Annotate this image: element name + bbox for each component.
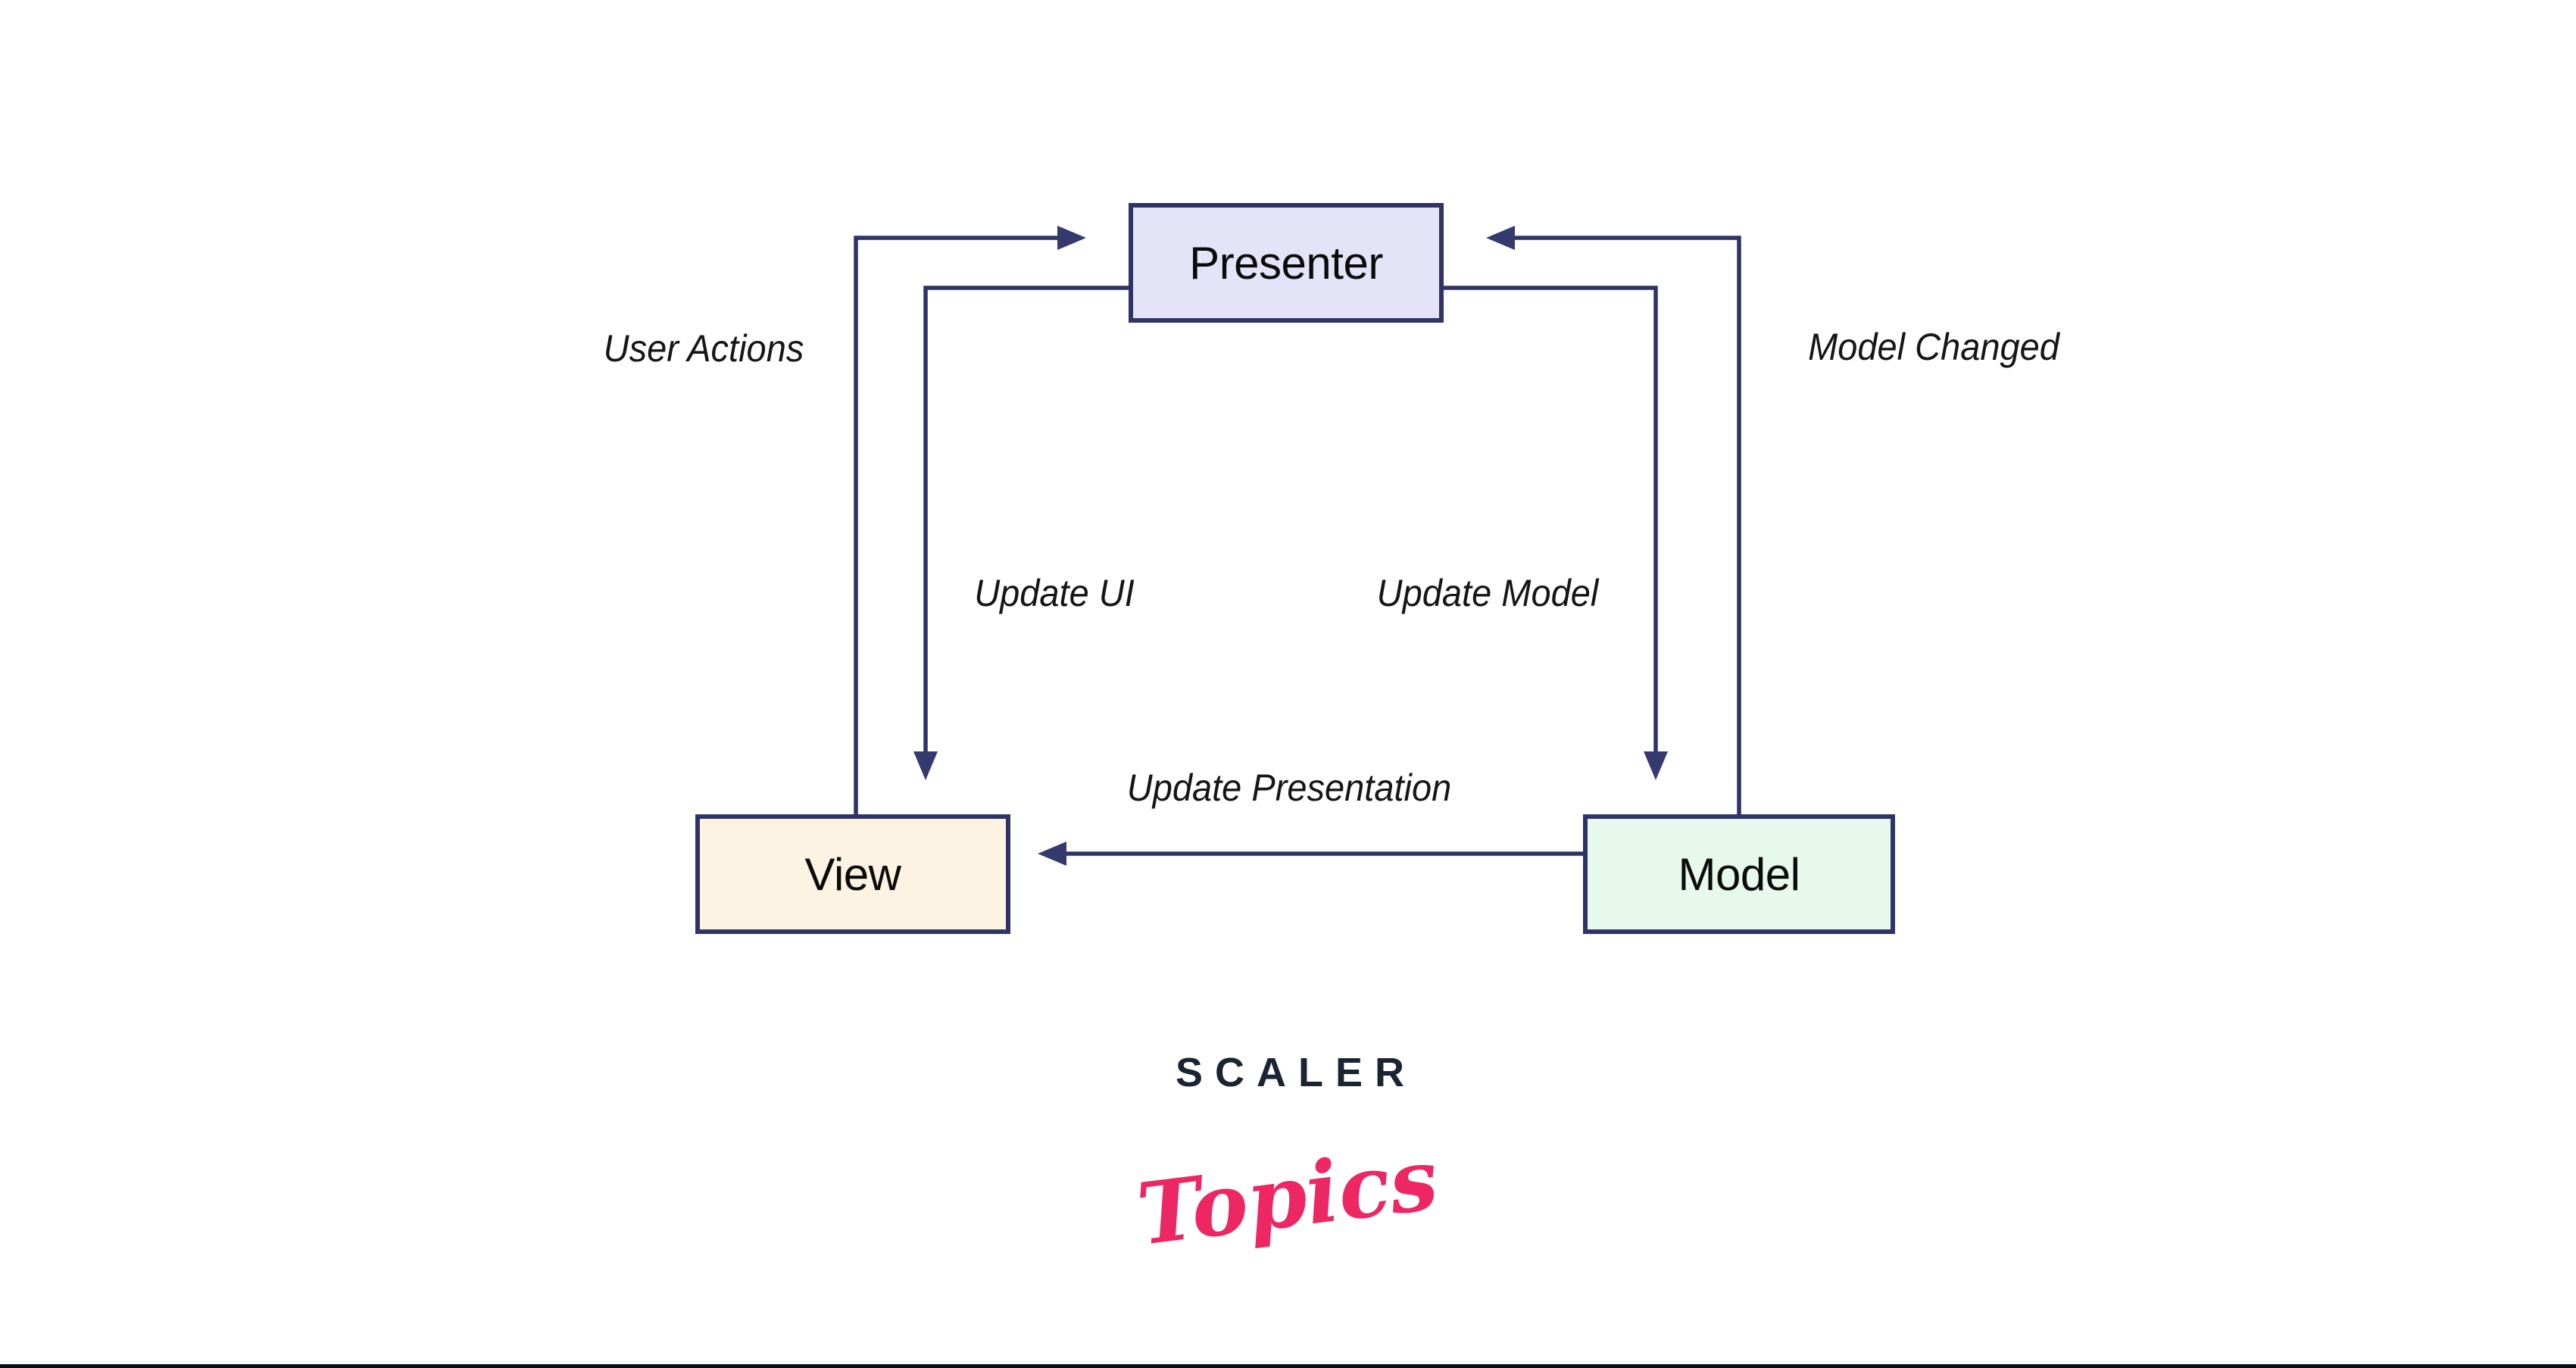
model-changed-arrow-line	[1515, 236, 1741, 814]
update-ui-arrow	[913, 286, 1129, 780]
bottom-edge-bar	[0, 1364, 2576, 1368]
node-model: Model	[1583, 814, 1895, 934]
update-model-arrow-line	[1444, 286, 1658, 751]
user-actions-arrow-line	[854, 236, 1057, 814]
edge-label-update-presentation: Update Presentation	[1126, 767, 1452, 809]
model-changed-arrowhead-icon	[1486, 226, 1515, 250]
update-presentation-arrowhead-icon	[1038, 842, 1066, 866]
update-ui-arrowhead-icon	[913, 751, 938, 780]
update-model-arrowhead-icon	[1644, 751, 1668, 780]
edge-label-user-actions: User Actions	[603, 327, 804, 370]
node-view: View	[695, 814, 1010, 934]
scaler-logo-text: SCALER	[1175, 1050, 1417, 1095]
user-actions-arrowhead-icon	[1057, 226, 1086, 250]
node-presenter: Presenter	[1129, 203, 1444, 323]
edge-label-update-ui: Update UI	[974, 572, 1135, 614]
node-view-label: View	[804, 848, 901, 900]
update-ui-arrow-line	[923, 286, 1129, 751]
edge-label-model-changed: Model Changed	[1808, 326, 2059, 368]
update-presentation-arrow	[1038, 842, 1583, 866]
node-model-label: Model	[1678, 848, 1800, 900]
edge-label-update-model: Update Model	[1376, 572, 1599, 614]
node-presenter-label: Presenter	[1189, 237, 1383, 289]
user-actions-arrow	[854, 226, 1086, 814]
update-model-arrow	[1444, 286, 1668, 780]
model-changed-arrow	[1486, 226, 1741, 814]
